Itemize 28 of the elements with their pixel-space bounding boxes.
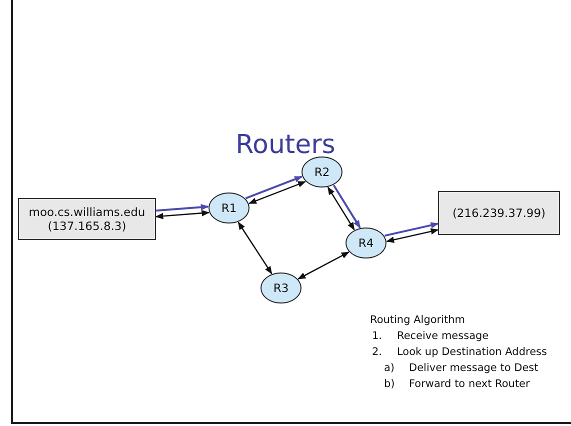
algorithm-text: Receive message bbox=[397, 330, 489, 342]
arrow bbox=[332, 184, 361, 228]
arrow bbox=[156, 204, 209, 212]
algorithm-text: 2. bbox=[372, 346, 382, 358]
algorithm-text: Forward to next Router bbox=[409, 378, 530, 390]
node-label: (216.239.37.99) bbox=[452, 206, 546, 220]
algorithm-text: a) bbox=[384, 362, 395, 374]
node-label: R1 bbox=[221, 200, 237, 216]
arrow bbox=[245, 176, 303, 200]
algorithm-text: Deliver message to Dest bbox=[409, 362, 538, 374]
arrow bbox=[327, 186, 355, 230]
algorithm-text: 1. bbox=[372, 330, 382, 342]
node-label: R3 bbox=[273, 280, 289, 296]
host-box bbox=[18, 198, 156, 240]
arrow bbox=[248, 181, 306, 204]
slide-title: Routers bbox=[234, 130, 336, 160]
arrow bbox=[386, 228, 439, 243]
arrow bbox=[238, 222, 272, 274]
arrow bbox=[155, 210, 210, 220]
arrow bbox=[384, 222, 439, 237]
algorithm-text: b) bbox=[384, 378, 395, 390]
node-label: R2 bbox=[314, 164, 330, 180]
algorithm-text: Look up Destination Address bbox=[397, 346, 547, 358]
arrow bbox=[298, 252, 350, 280]
node-label: R4 bbox=[358, 236, 374, 250]
algorithm-text: Routing Algorithm bbox=[370, 314, 466, 326]
node-label: moo.cs.williams.edu (137.165.8.3) bbox=[28, 204, 146, 234]
host-box bbox=[438, 191, 560, 235]
